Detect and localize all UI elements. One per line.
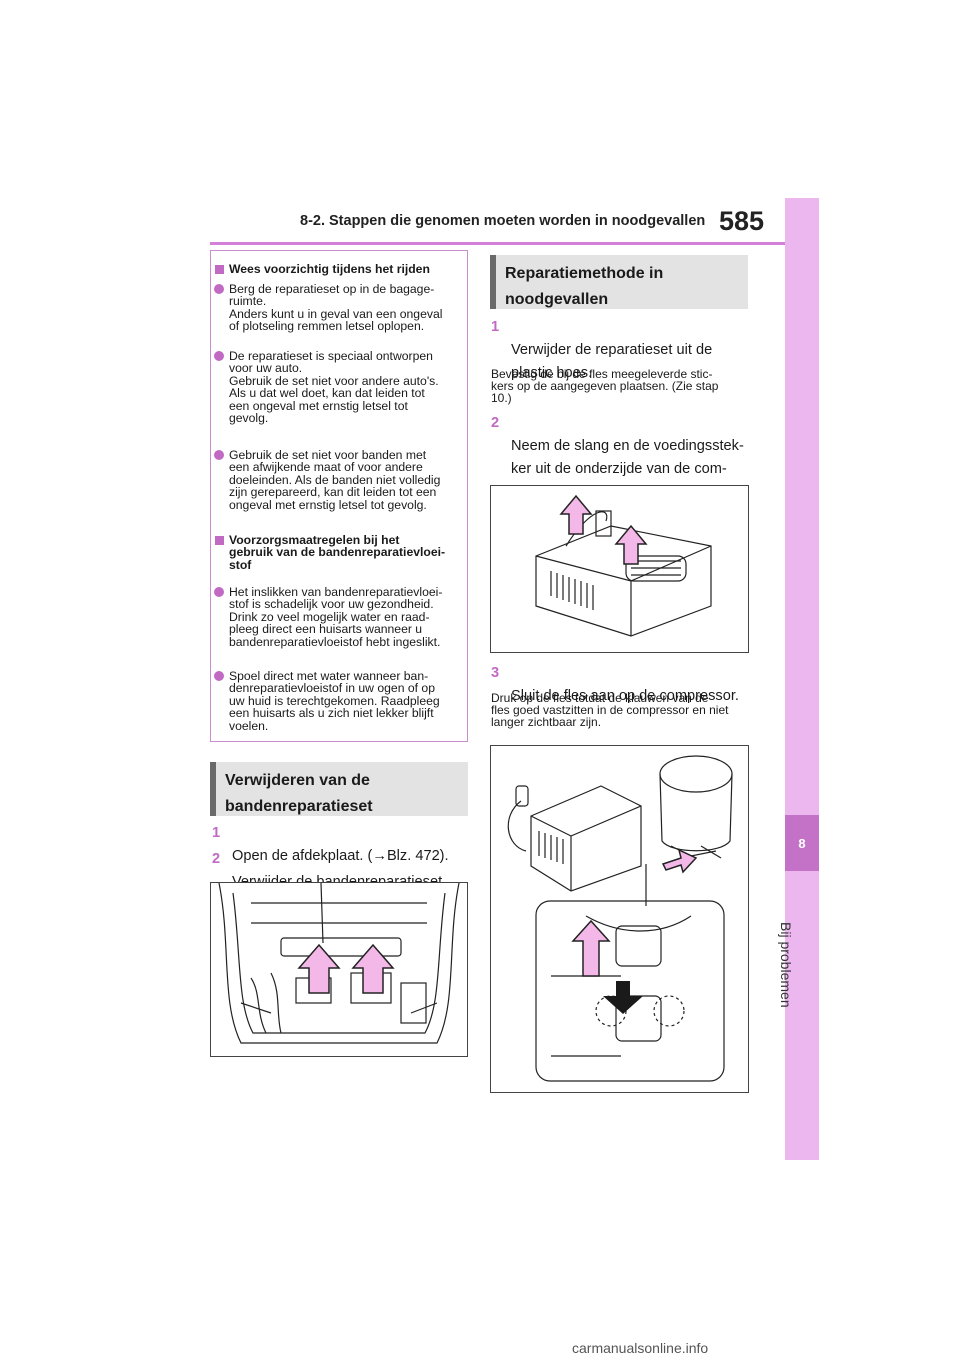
figure-compressor-hose xyxy=(490,485,749,653)
caution-bullet: Gebruik de set niet voor banden met een … xyxy=(213,449,463,511)
round-bullet-icon xyxy=(214,671,224,681)
round-bullet-icon xyxy=(214,587,224,597)
section-heading-repair: Reparatiemethode in noodgevallen xyxy=(490,255,748,309)
caution-bullet: Het inslikken van bandenreparatievloei- … xyxy=(213,586,463,648)
push-arrow-icon xyxy=(571,848,698,977)
caution-box xyxy=(210,250,468,742)
down-arrow-icon xyxy=(603,981,643,1014)
chapter-number-box: 8 xyxy=(785,815,819,871)
lift-arrow-icon xyxy=(297,943,395,994)
figure-bottle-attach xyxy=(490,745,749,1093)
square-bullet-icon xyxy=(215,265,224,274)
round-bullet-icon xyxy=(214,351,224,361)
chapter-side-tab xyxy=(785,198,819,1160)
square-bullet-icon xyxy=(215,536,224,545)
caution-bullet: Spoel direct met water wanneer ban- denr… xyxy=(213,670,463,732)
caution-bullet: De reparatieset is speciaal ontworpen vo… xyxy=(213,350,463,424)
header-rule xyxy=(210,242,785,245)
section-heading-removal: Verwijderen van de bandenreparatieset xyxy=(210,762,468,816)
running-header-title: 8-2. Stappen die genomen moeten worden i… xyxy=(300,213,706,229)
round-bullet-icon xyxy=(214,284,224,294)
caution-bullet: Berg de reparatieset op in de bagage- ru… xyxy=(213,283,463,333)
caution-heading-driving: Wees voorzichtig tijdens het rijden xyxy=(213,263,463,275)
note-claws: Druk op de fles totdat de klauwen van de… xyxy=(491,691,729,729)
watermark: carmanualsonline.info xyxy=(572,1340,709,1356)
chapter-title-vertical: Bij problemen xyxy=(778,922,794,1008)
figure-trunk-repair-kit xyxy=(210,882,468,1057)
lift-arrow-icon xyxy=(559,494,648,565)
caution-heading-fluid: Voorzorgsmaatregelen bij het gebruik van… xyxy=(213,534,463,571)
note-stickers: Bevestig de bij de fles meegeleverde sti… xyxy=(491,367,719,405)
round-bullet-icon xyxy=(214,450,224,460)
page-number: 585 xyxy=(719,206,765,236)
